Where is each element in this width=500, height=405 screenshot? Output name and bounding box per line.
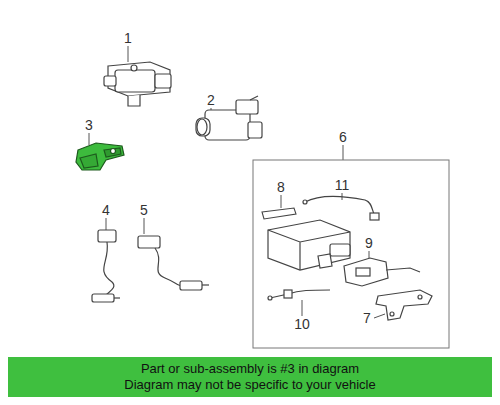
callout-number: 4: [102, 203, 110, 217]
callout-number: 6: [339, 130, 347, 144]
callout-number: 10: [294, 317, 310, 331]
callout-number: 1: [124, 31, 132, 45]
callout-number: 9: [365, 236, 373, 250]
callout-number: 11: [335, 178, 350, 192]
callout-number: 7: [363, 311, 371, 325]
callout-number: 3: [85, 118, 93, 132]
info-banner: Part or sub-assembly is #3 in diagramDia…: [8, 357, 492, 397]
callout-number: 5: [140, 203, 148, 217]
banner-text: Part or sub-assembly is #3 in diagram: [141, 361, 359, 377]
banner-text: Diagram may not be specific to your vehi…: [124, 377, 375, 393]
callout-number: 2: [207, 93, 215, 107]
callout-number: 8: [277, 180, 285, 194]
